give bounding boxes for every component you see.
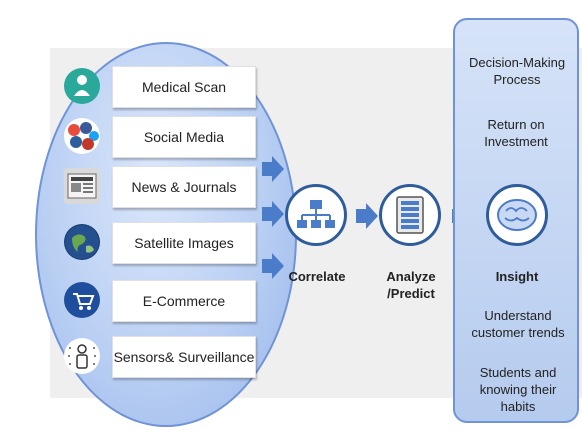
- analyze-node: [379, 184, 441, 246]
- correlate-label: Correlate: [288, 269, 346, 284]
- outcome-students-habits: Students and knowing their habits: [479, 365, 557, 414]
- brain-icon: [497, 199, 537, 231]
- source-e-commerce: E-Commerce: [64, 280, 256, 322]
- insight-node: [486, 184, 548, 246]
- analyze-label: Analyze /Predict: [386, 269, 436, 301]
- outcome-understand-trends: Understand customer trends: [471, 308, 565, 340]
- source-label: E-Commerce: [112, 280, 256, 322]
- source-news-journals: News & Journals: [64, 166, 256, 208]
- source-satellite-images: Satellite Images: [64, 222, 256, 264]
- arrow-right-icon: [262, 201, 284, 227]
- medical-scan-icon: [64, 68, 100, 104]
- correlate-node: [285, 184, 347, 246]
- outcome-return-on-investment: Return on Investment: [484, 117, 548, 149]
- arrow-right-icon: [356, 203, 378, 229]
- server-rack-icon: [396, 196, 424, 234]
- social-media-icon: [64, 118, 100, 154]
- source-sensors-surveillance: Sensors& Surveillance: [64, 336, 256, 378]
- source-label: News & Journals: [112, 166, 256, 208]
- outcome-decision-making: Decision-Making Process: [468, 55, 566, 87]
- newspaper-icon: [64, 168, 100, 204]
- source-label: Medical Scan: [112, 66, 256, 108]
- source-social-media: Social Media: [64, 116, 256, 158]
- shopping-cart-icon: [64, 282, 100, 318]
- globe-icon: [64, 224, 100, 260]
- network-hierarchy-icon: [297, 200, 335, 228]
- insight-label: Insight: [495, 269, 539, 284]
- source-label: Satellite Images: [112, 222, 256, 264]
- sensor-person-icon: [64, 338, 100, 374]
- source-label: Sensors& Surveillance: [112, 336, 256, 378]
- arrow-right-icon: [262, 253, 284, 279]
- source-medical-scan: Medical Scan: [64, 66, 256, 108]
- source-label: Social Media: [112, 116, 256, 158]
- arrow-right-icon: [262, 156, 284, 182]
